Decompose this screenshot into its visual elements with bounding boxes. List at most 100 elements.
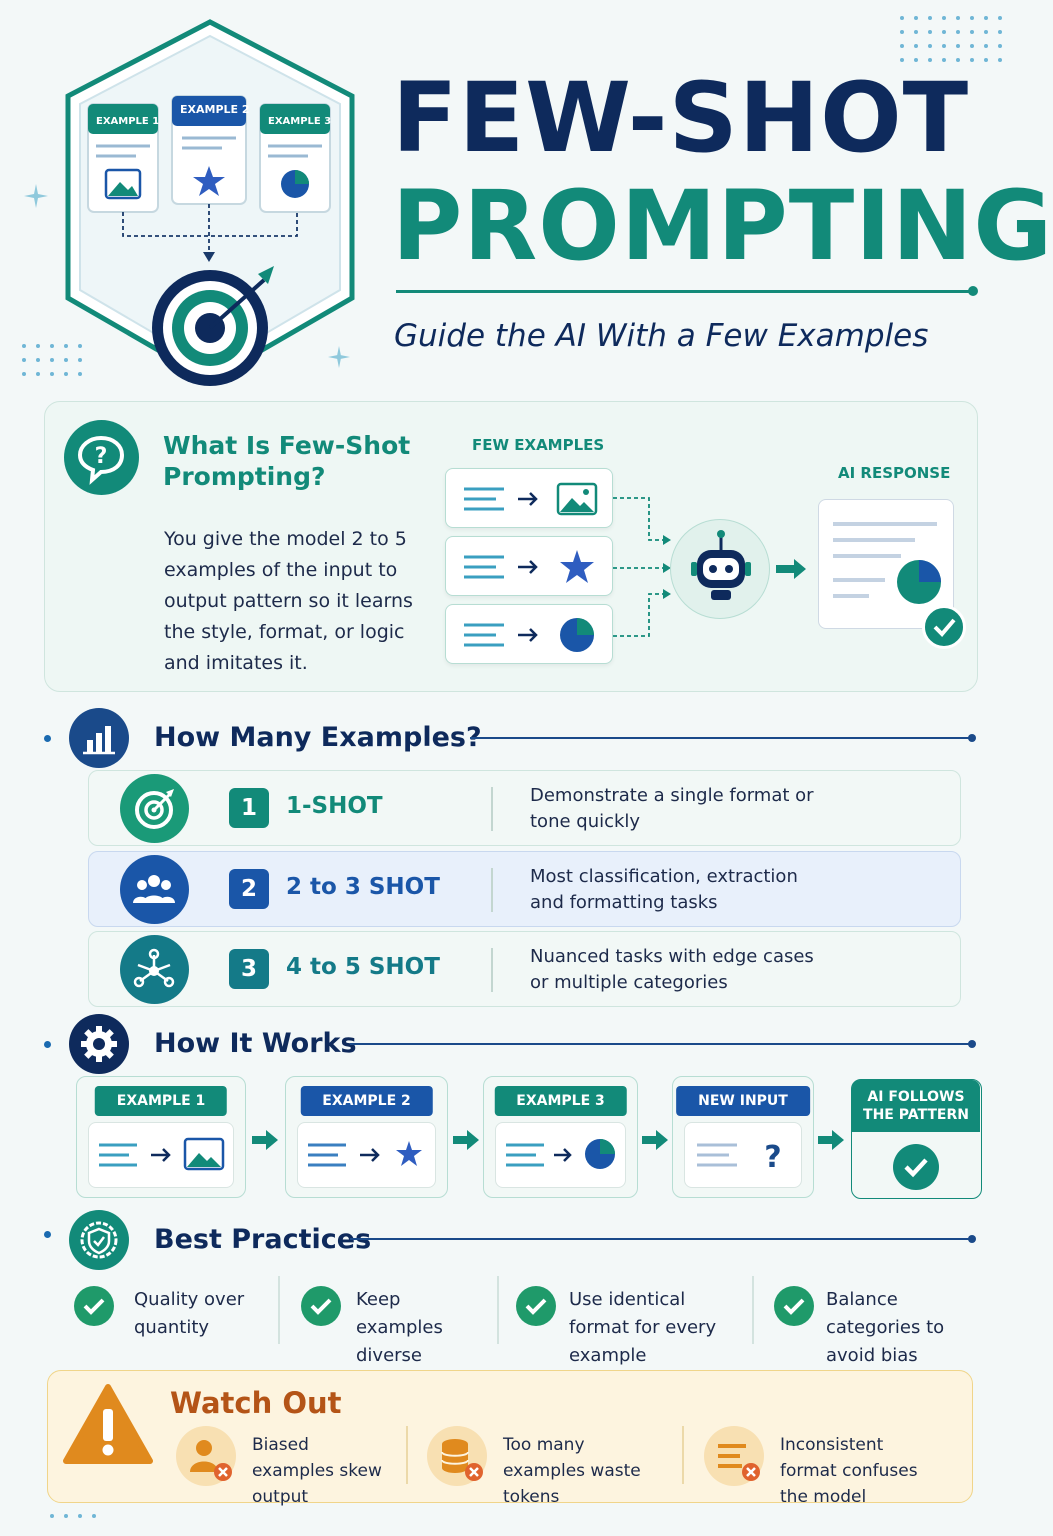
shot-name: 1-SHOT: [286, 793, 383, 819]
what-is-heading: What Is Few-Shot Prompting?: [163, 431, 411, 492]
decorative-dots: [900, 16, 1002, 62]
page-title-line2: PROMPTING: [392, 170, 1053, 282]
hex-example-2-label: EXAMPLE 2: [180, 103, 250, 116]
how-it-works-heading: How It Works: [154, 1028, 357, 1059]
shot-number: 1: [229, 788, 269, 828]
row-separator: [491, 948, 493, 992]
shot-description: Most classification, extraction and form…: [530, 866, 798, 913]
target-icon: [120, 774, 189, 843]
final-step-line2: THE PATTERN: [863, 1107, 969, 1123]
warning-separator: [406, 1426, 408, 1484]
page-title-line1: FEW-SHOT: [392, 62, 970, 174]
check-icon: [74, 1286, 114, 1326]
section-bullet: [44, 735, 51, 742]
warning-separator: [682, 1426, 684, 1484]
hex-example-3-label: EXAMPLE 3: [268, 116, 332, 127]
page-subtitle: Guide the AI With a Few Examples: [394, 318, 929, 354]
biased-user-icon: [176, 1426, 236, 1486]
watch-out-text: Too many examples waste tokens: [503, 1435, 641, 1507]
practice-text: Balance categories to avoid bias: [826, 1289, 945, 1366]
ai-response-label: AI RESPONSE: [838, 464, 951, 482]
inconsistent-list-icon: [704, 1426, 764, 1486]
shot-description: Nuanced tasks with edge cases or multipl…: [530, 946, 814, 993]
final-step-card: AI FOLLOWS THE PATTERN: [851, 1079, 982, 1199]
practice-text: Use identical format for every example: [569, 1289, 717, 1366]
practice-separator: [278, 1276, 280, 1344]
step-content: [88, 1122, 234, 1188]
warning-icon: [63, 1384, 153, 1464]
svg-text:?: ?: [764, 1140, 781, 1175]
arrow-icon: [818, 1130, 844, 1150]
watch-out-heading: Watch Out: [170, 1386, 342, 1420]
step-tag: EXAMPLE 3: [494, 1086, 627, 1116]
practice-text: Keep examples diverse: [356, 1289, 443, 1366]
section-bullet: [44, 1041, 51, 1048]
question-bubble-icon: ?: [64, 420, 139, 495]
example-card: [445, 468, 613, 528]
arrow-icon: [453, 1130, 479, 1150]
decorative-dots: [50, 1514, 96, 1518]
section-divider: [470, 734, 976, 742]
hero-illustration: EXAMPLE 1 EXAMPLE 2 EXAMPLE 3: [62, 18, 358, 388]
example-card: [445, 536, 613, 596]
row-separator: [491, 868, 493, 912]
practice-item: Keep examples diverse: [301, 1280, 496, 1366]
final-step-header: AI FOLLOWS THE PATTERN: [852, 1080, 980, 1132]
step-card: EXAMPLE 2: [285, 1076, 448, 1198]
how-many-heading: How Many Examples?: [154, 722, 482, 753]
shot-number: 2: [229, 869, 269, 909]
few-examples-label: FEW EXAMPLES: [472, 436, 605, 454]
step-card: EXAMPLE 3: [483, 1076, 638, 1198]
robot-icon: [670, 519, 770, 619]
shot-name: 4 to 5 SHOT: [286, 954, 440, 980]
row-separator: [491, 787, 493, 831]
ai-response-card: [818, 499, 954, 629]
shield-check-icon: [69, 1210, 129, 1270]
example-card: [445, 604, 613, 664]
step-content: ?: [684, 1122, 802, 1188]
shot-name: 2 to 3 SHOT: [286, 874, 440, 900]
practice-item: Quality over quantity: [74, 1280, 274, 1344]
step-tag: NEW INPUT: [676, 1086, 810, 1116]
svg-text:?: ?: [95, 444, 108, 469]
shot-description: Demonstrate a single format or tone quic…: [530, 785, 814, 832]
section-bullet: [44, 1231, 51, 1238]
best-practices-heading: Best Practices: [154, 1224, 372, 1255]
shot-row: 2 2 to 3 SHOT Most classification, extra…: [88, 851, 961, 927]
shot-number: 3: [229, 949, 269, 989]
practice-separator: [497, 1276, 499, 1344]
step-card: NEW INPUT ?: [672, 1076, 814, 1198]
practice-item: Balance categories to avoid bias: [774, 1280, 974, 1366]
arrow-icon: [776, 559, 806, 579]
practice-text: Quality over quantity: [134, 1289, 245, 1338]
check-icon: [922, 605, 966, 649]
shot-row: 3 4 to 5 SHOT Nuanced tasks with edge ca…: [88, 931, 961, 1007]
watch-out-text: Inconsistent format confuses the model: [780, 1435, 918, 1507]
step-card: EXAMPLE 1: [76, 1076, 246, 1198]
title-divider: [396, 286, 978, 296]
section-divider: [350, 1235, 976, 1243]
network-icon: [120, 935, 189, 1004]
flow-connectors: [613, 497, 671, 637]
check-icon: [774, 1286, 814, 1326]
step-content: [297, 1122, 436, 1188]
check-icon: [893, 1144, 939, 1190]
arrow-icon: [252, 1130, 278, 1150]
step-content: [495, 1122, 626, 1188]
step-tag: EXAMPLE 2: [300, 1086, 433, 1116]
what-is-description: You give the model 2 to 5 examples of th…: [164, 528, 413, 674]
practice-item: Use identical format for every example: [516, 1280, 746, 1366]
sparkle-icon: [328, 346, 350, 368]
database-tokens-icon: [427, 1426, 487, 1486]
check-icon: [516, 1286, 556, 1326]
final-step-line1: AI FOLLOWS: [867, 1089, 965, 1105]
shot-row: 1 1-SHOT Demonstrate a single format or …: [88, 770, 961, 846]
gear-icon: [69, 1014, 129, 1074]
section-divider: [350, 1040, 976, 1048]
bar-chart-icon: [69, 708, 129, 768]
watch-out-text: Biased examples skew output: [252, 1435, 382, 1507]
check-icon: [301, 1286, 341, 1326]
arrow-icon: [642, 1130, 668, 1150]
step-tag: EXAMPLE 1: [94, 1086, 228, 1116]
practice-separator: [752, 1276, 754, 1344]
